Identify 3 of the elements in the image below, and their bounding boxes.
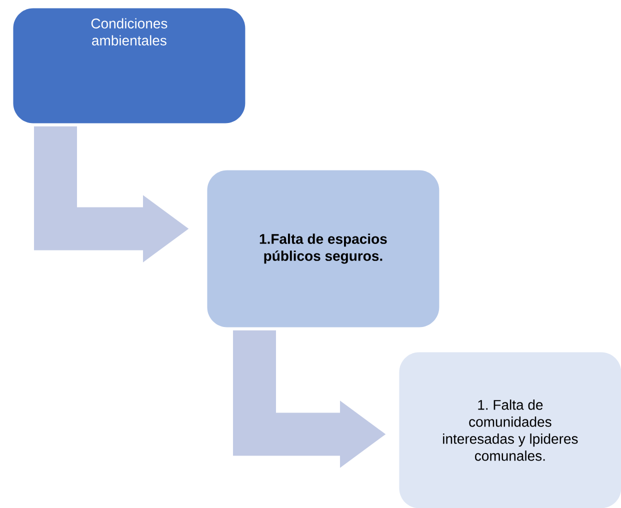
process-box: 1. Falta de comunidades interesadas y lpideres comunales.: [399, 352, 621, 508]
process-box: Condiciones ambientales: [13, 8, 246, 124]
process-box: 1.Falta de espacios públicos seguros.: [207, 170, 440, 328]
